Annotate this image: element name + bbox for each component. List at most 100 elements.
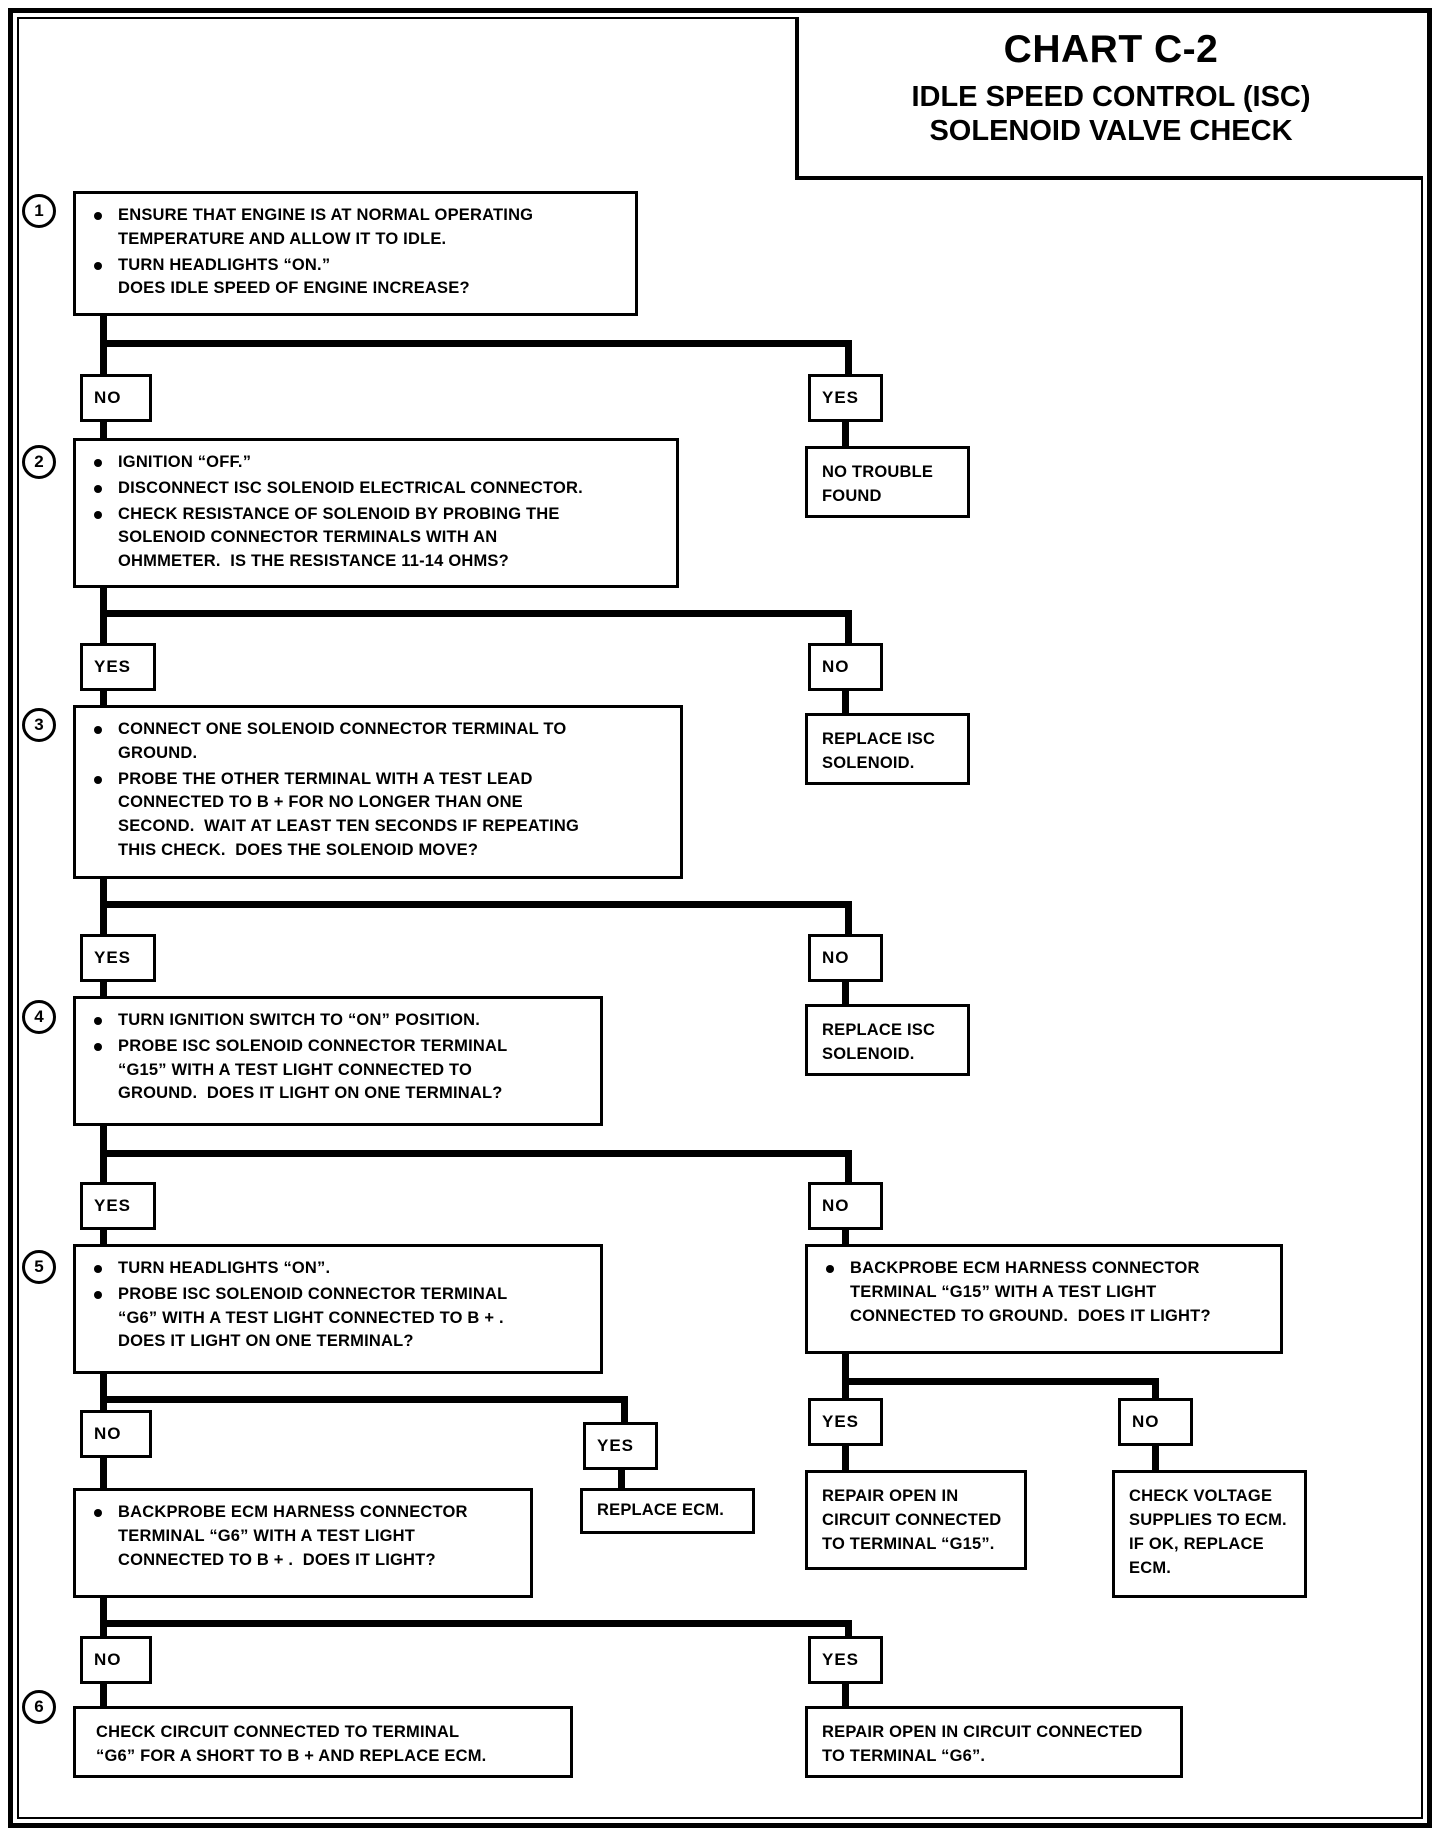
backprobe-g15-bullet-0: BACKPROBE ECM HARNESS CONNECTOR TERMINAL… — [820, 1257, 1270, 1328]
step-1-bullet-0: ENSURE THAT ENGINE IS AT NORMAL OPERATIN… — [88, 204, 625, 252]
step-5-bullet-1: PROBE ISC SOLENOID CONNECTOR TERMINAL “G… — [88, 1283, 590, 1354]
step-number-5: 5 — [22, 1250, 56, 1284]
step-3-bullet-1: PROBE THE OTHER TERMINAL WITH A TEST LEA… — [88, 768, 670, 863]
result-repair-open-g6: REPAIR OPEN IN CIRCUIT CONNECTED TO TERM… — [805, 1706, 1183, 1778]
connector-3-bus — [100, 901, 852, 908]
branch-label-g15-yes: YES — [808, 1398, 883, 1446]
result-replace-isc-solenoid-2-text: REPLACE ISC SOLENOID. — [822, 730, 936, 772]
step-1-bullet-list: ENSURE THAT ENGINE IS AT NORMAL OPERATIN… — [88, 204, 625, 301]
branch-label-1-no: NO — [80, 374, 152, 422]
connector-2-yes-drop — [100, 610, 107, 643]
chart-title-block: CHART C-2 IDLE SPEED CONTROL (ISC) SOLEN… — [795, 17, 1423, 180]
result-no-trouble-found-text: NO TROUBLE FOUND — [822, 463, 934, 505]
connector-5-yes-drop — [621, 1396, 628, 1430]
backprobe-g15-bullet-list: BACKPROBE ECM HARNESS CONNECTOR TERMINAL… — [820, 1257, 1270, 1328]
connector-g6-bus — [100, 1620, 852, 1627]
connector-no4-to-backprobe — [842, 1230, 849, 1256]
result-replace-ecm-text: REPLACE ECM. — [597, 1501, 725, 1519]
chart-subtitle-line1: IDLE SPEED CONTROL (ISC) — [911, 80, 1311, 113]
connector-g6-stem — [100, 1598, 107, 1620]
result-no-trouble-found: NO TROUBLE FOUND — [805, 446, 970, 518]
step-4-bullet-1: PROBE ISC SOLENOID CONNECTOR TERMINAL “G… — [88, 1035, 590, 1106]
connector-g6-no-to-step6 — [100, 1684, 107, 1706]
step-3-bullet-list: CONNECT ONE SOLENOID CONNECTOR TERMINAL … — [88, 718, 670, 863]
connector-g15-yes-drop — [842, 1378, 849, 1410]
branch-label-g6-yes: YES — [808, 1636, 883, 1684]
connector-2-stem — [100, 588, 107, 610]
branch-label-5-yes: YES — [583, 1422, 658, 1470]
step-number-1: 1 — [22, 194, 56, 228]
step-number-2: 2 — [22, 445, 56, 479]
connector-2-no-drop — [845, 610, 852, 643]
connector-no3-to-replace — [842, 982, 849, 1004]
chart-subtitle-line2: SOLENOID VALVE CHECK — [929, 115, 1293, 148]
result-replace-isc-solenoid-3: REPLACE ISC SOLENOID. — [805, 1004, 970, 1076]
result-check-voltage-supplies: CHECK VOLTAGE SUPPLIES TO ECM. IF OK, RE… — [1112, 1470, 1307, 1598]
step-box-4: TURN IGNITION SWITCH TO “ON” POSITION. P… — [73, 996, 603, 1126]
connector-3-yes-drop — [100, 901, 107, 934]
connector-4-no-drop — [845, 1150, 852, 1182]
step-2-bullet-1: DISCONNECT ISC SOLENOID ELECTRICAL CONNE… — [88, 477, 666, 501]
step-box-3: CONNECT ONE SOLENOID CONNECTOR TERMINAL … — [73, 705, 683, 879]
step-number-6: 6 — [22, 1690, 56, 1724]
connector-yes3-to-step4 — [100, 982, 107, 1008]
connector-1-no-drop — [100, 340, 107, 374]
step-4-bullet-0: TURN IGNITION SWITCH TO “ON” POSITION. — [88, 1009, 590, 1033]
branch-label-2-yes: YES — [80, 643, 156, 691]
result-replace-ecm: REPLACE ECM. — [580, 1488, 755, 1534]
connector-4-stem — [100, 1126, 107, 1150]
step-2-bullet-list: IGNITION “OFF.” DISCONNECT ISC SOLENOID … — [88, 451, 666, 574]
connector-4-bus — [100, 1150, 852, 1157]
branch-label-2-no: NO — [808, 643, 883, 691]
connector-5-stem — [100, 1374, 107, 1396]
branch-label-1-yes: YES — [808, 374, 883, 422]
step-5-bullet-0: TURN HEADLIGHTS “ON”. — [88, 1257, 590, 1281]
step-5-bullet-list: TURN HEADLIGHTS “ON”. PROBE ISC SOLENOID… — [88, 1257, 590, 1354]
connector-1-bus — [100, 340, 852, 347]
step-2-bullet-0: IGNITION “OFF.” — [88, 451, 666, 475]
step-box-6: CHECK CIRCUIT CONNECTED TO TERMINAL “G6”… — [73, 1706, 573, 1778]
branch-label-3-yes: YES — [80, 934, 156, 982]
chart-number: CHART C-2 — [1003, 28, 1219, 71]
branch-label-4-no: NO — [808, 1182, 883, 1230]
connector-3-stem — [100, 879, 107, 901]
connector-yes1-to-ntf — [842, 422, 849, 446]
branch-label-g15-no: NO — [1118, 1398, 1193, 1446]
step-number-3: 3 — [22, 708, 56, 742]
result-repair-open-g6-text: REPAIR OPEN IN CIRCUIT CONNECTED TO TERM… — [822, 1723, 1143, 1765]
connector-g15-yes-to-repair — [842, 1446, 849, 1470]
branch-label-g6-no: NO — [80, 1636, 152, 1684]
step-2-bullet-2: CHECK RESISTANCE OF SOLENOID BY PROBING … — [88, 503, 666, 574]
step-3-bullet-0: CONNECT ONE SOLENOID CONNECTOR TERMINAL … — [88, 718, 670, 766]
connector-g6-yes-to-repair — [842, 1684, 849, 1706]
step-1-bullet-1: TURN HEADLIGHTS “ON.” DOES IDLE SPEED OF… — [88, 254, 625, 302]
page-inner-border — [17, 17, 1423, 1819]
connector-1-yes-drop — [845, 340, 852, 374]
connector-yes5-to-replace-ecm — [618, 1470, 625, 1488]
branch-label-3-no: NO — [808, 934, 883, 982]
connector-3-no-drop — [845, 901, 852, 934]
branch-box-backprobe-g15: BACKPROBE ECM HARNESS CONNECTOR TERMINAL… — [805, 1244, 1283, 1354]
step-number-4: 4 — [22, 1000, 56, 1034]
result-replace-isc-solenoid-2: REPLACE ISC SOLENOID. — [805, 713, 970, 785]
result-check-voltage-supplies-text: CHECK VOLTAGE SUPPLIES TO ECM. IF OK, RE… — [1129, 1487, 1287, 1577]
step-box-5: TURN HEADLIGHTS “ON”. PROBE ISC SOLENOID… — [73, 1244, 603, 1374]
connector-g15-no-to-check-voltage — [1152, 1446, 1159, 1470]
step-box-2: IGNITION “OFF.” DISCONNECT ISC SOLENOID … — [73, 438, 679, 588]
connector-no1-to-step2 — [100, 422, 107, 452]
connector-g15-bus — [842, 1378, 1159, 1385]
connector-no2-to-replace — [842, 691, 849, 713]
step-6-bullet-list: CHECK CIRCUIT CONNECTED TO TERMINAL “G6”… — [88, 1721, 560, 1769]
connector-yes4-to-step5 — [100, 1230, 107, 1256]
branch-label-5-no: NO — [80, 1410, 152, 1458]
result-repair-open-g15: REPAIR OPEN IN CIRCUIT CONNECTED TO TERM… — [805, 1470, 1027, 1570]
branch-label-4-yes: YES — [80, 1182, 156, 1230]
connector-5-bus — [100, 1396, 628, 1403]
connector-g15-no-drop — [1152, 1378, 1159, 1410]
connector-no5-to-backprobe-g6 — [100, 1458, 107, 1488]
backprobe-g6-bullet-0: BACKPROBE ECM HARNESS CONNECTOR TERMINAL… — [88, 1501, 520, 1572]
step-box-1: ENSURE THAT ENGINE IS AT NORMAL OPERATIN… — [73, 191, 638, 316]
connector-1-stem — [100, 316, 107, 340]
result-replace-isc-solenoid-3-text: REPLACE ISC SOLENOID. — [822, 1021, 936, 1063]
